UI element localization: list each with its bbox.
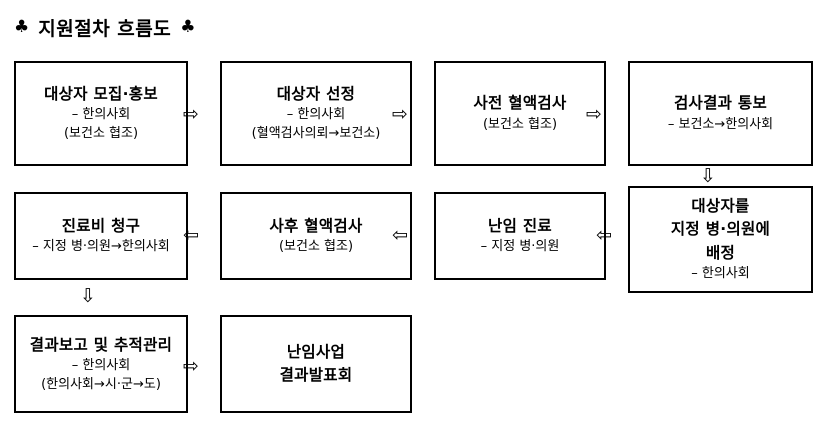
- flow-node-line: 결과보고 및 추적관리: [29, 335, 173, 354]
- arrow-left-icon: ⇦: [596, 224, 612, 246]
- flow-node-line: 배정: [705, 243, 736, 262]
- page-title: ♣ 지원절차 흐름도 ♣: [14, 12, 195, 42]
- flow-node-n8: 진료비 청구 – 지정 병·의원→한의사회: [14, 192, 188, 280]
- flow-node-line: 진료비 청구: [61, 216, 141, 235]
- flow-node-line: 검사결과 통보: [673, 94, 768, 113]
- flow-node-n9: 결과보고 및 추적관리 – 한의사회 (한의사회→시·군→도): [14, 315, 188, 413]
- flow-node-line: – 한의사회: [691, 265, 750, 281]
- flow-node-line: 사후 혈액검사: [269, 216, 363, 235]
- flow-node-n4: 검사결과 통보 – 보건소→한의사회: [628, 61, 813, 166]
- flow-node-line: – 보건소→한의사회: [667, 116, 774, 132]
- arrow-right-icon: ⇨: [392, 103, 408, 125]
- flow-node-line: 결과발표회: [279, 366, 353, 384]
- arrow-right-icon: ⇨: [183, 103, 199, 125]
- flow-node-line: – 지정 병·의원→한의사회: [32, 239, 170, 255]
- flow-node-line: 사전 혈액검사: [473, 94, 567, 113]
- flow-node-line: 대상자를: [691, 197, 750, 216]
- flow-node-line: (보건소 협조): [278, 239, 354, 255]
- page-title-text: 지원절차 흐름도: [38, 17, 172, 40]
- flow-node-line: – 지정 병·의원: [480, 239, 560, 255]
- club-suit-icon-right: ♣: [180, 16, 196, 37]
- flow-node-n7: 사후 혈액검사 (보건소 협조): [220, 192, 412, 280]
- flow-node-line: 지정 병·의원에: [670, 220, 771, 239]
- flow-node-line: (보건소 협조): [482, 116, 558, 132]
- arrow-down-icon: ⇩: [80, 285, 96, 307]
- flow-node-line: (혈액검사의뢰→보건소): [251, 126, 381, 142]
- flow-node-line: 난임사업: [286, 342, 346, 361]
- arrow-right-icon: ⇨: [183, 355, 199, 377]
- arrow-left-icon: ⇦: [392, 224, 408, 246]
- flow-node-n6: 난임 진료 – 지정 병·의원: [434, 192, 606, 280]
- arrow-down-icon: ⇩: [700, 165, 716, 187]
- flow-node-n2: 대상자 선정 – 한의사회 (혈액검사의뢰→보건소): [220, 61, 412, 166]
- flow-node-line: (보건소 협조): [63, 126, 139, 142]
- flow-node-n1: 대상자 모집·홍보 – 한의사회 (보건소 협조): [14, 61, 188, 166]
- flow-node-n3: 사전 혈액검사 (보건소 협조): [434, 61, 606, 166]
- club-suit-icon-left: ♣: [14, 16, 30, 37]
- flow-node-line: 난임 진료: [488, 216, 552, 235]
- arrow-right-icon: ⇨: [586, 103, 602, 125]
- flow-node-line: 대상자 선정: [276, 85, 356, 104]
- flow-node-line: (한의사회→시·군→도): [41, 376, 161, 392]
- arrow-left-icon: ⇦: [183, 224, 199, 246]
- flow-node-line: – 한의사회: [71, 107, 131, 123]
- flow-node-line: – 한의사회: [286, 107, 346, 123]
- flow-node-line: 대상자 모집·홍보: [44, 85, 158, 104]
- flow-node-line: – 한의사회: [71, 357, 131, 373]
